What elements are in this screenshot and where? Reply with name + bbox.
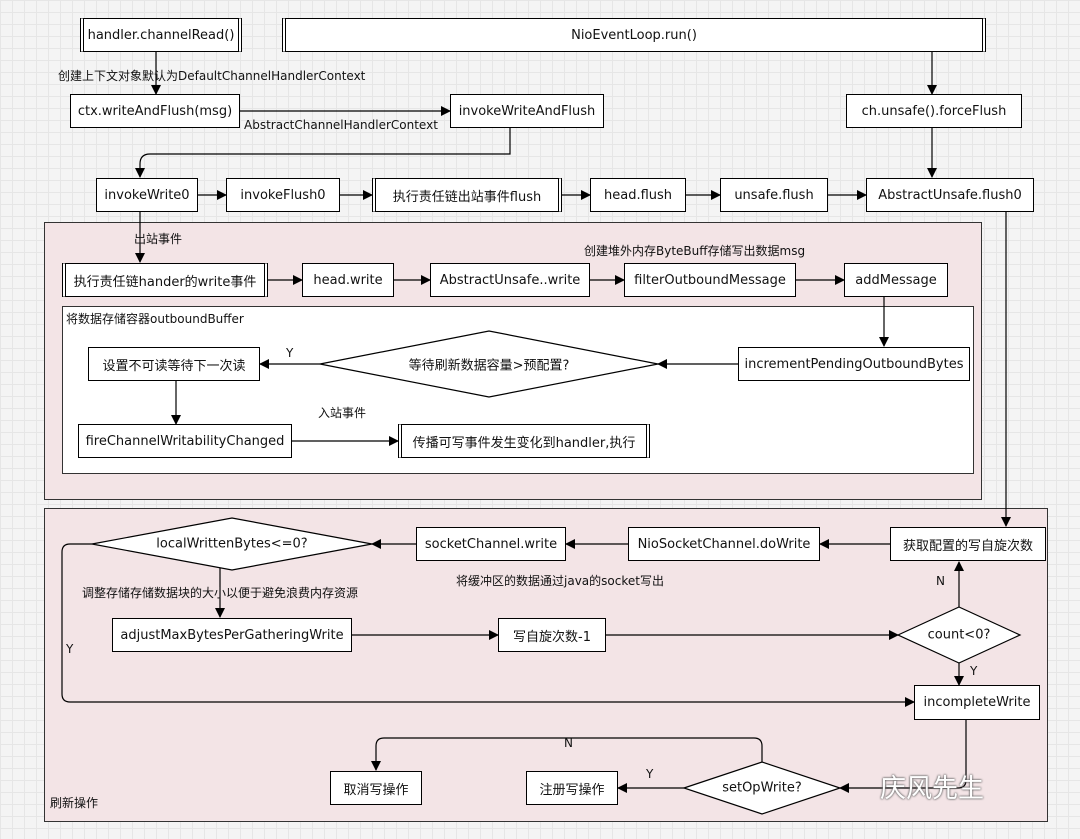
cancel-write-node: 取消写操作 [330, 771, 422, 805]
count-check-text: count<0? [927, 627, 991, 643]
invoke-flush0-node: invokeFlush0 [226, 178, 340, 212]
invoke-write-and-flush-node: invokeWriteAndFlush [450, 94, 604, 128]
count-diamond [896, 606, 1022, 664]
localwritten-diamond [91, 517, 373, 571]
capacity-check-text: 等待刷新数据容量>预配置? [408, 358, 570, 374]
add-message-node: addMessage [844, 263, 948, 297]
spin-minus-node: 写自旋次数-1 [498, 618, 606, 652]
write-and-flush-node: ctx.writeAndFlush(msg) [70, 94, 240, 128]
event-loop-node: NioEventLoop.run() [282, 18, 986, 52]
capacity-diamond [319, 330, 659, 398]
set-unwritable-node: 设置不可读等待下一次读 [88, 347, 260, 381]
register-write-node: 注册写操作 [526, 771, 618, 805]
do-write-node: NioSocketChannel.doWrite [628, 527, 820, 561]
head-flush-node: head.flush [590, 178, 686, 212]
filter-outbound-node: filterOutboundMessage [624, 263, 796, 297]
setopwrite-text: setOpWrite? [722, 780, 802, 796]
edge-localwritten-incomplete [61, 543, 915, 707]
fire-writability-node: fireChannelWritabilityChanged [78, 424, 292, 458]
channel-read-node: handler.channelRead() [80, 18, 242, 52]
y-label-2: Y [66, 642, 74, 656]
n-label-2: N [564, 736, 573, 750]
head-write-node: head.write [302, 263, 394, 297]
outbound-buffer-label: 将数据存储容器outboundBuffer [66, 312, 244, 326]
setopwrite-diamond [682, 761, 842, 815]
abstract-ctx-label: AbstractChannelHandlerContext [244, 118, 438, 132]
create-ctx-label: 创建上下文对象默认为DefaultChannelHandlerContext [58, 69, 366, 83]
spin-count-node: 获取配置的写自旋次数 [890, 527, 1046, 561]
edge-incomplete-setopwrite [839, 720, 967, 793]
edge-invoke-invokewrite0 [135, 128, 511, 178]
y-label-3: Y [970, 664, 978, 678]
unsafe-write-node: AbstractUnsafe..write [430, 263, 590, 297]
force-flush-node: ch.unsafe().forceFlush [846, 94, 1022, 128]
flush-op-label: 刷新操作 [50, 796, 99, 810]
write-out-label: 将缓冲区的数据通过java的socket写出 [456, 574, 664, 588]
y-label-4: Y [646, 767, 654, 781]
unsafe-flush0-node: AbstractUnsafe.flush0 [866, 178, 1034, 212]
edge-setopwrite-cancel [371, 737, 763, 771]
local-written-text: localWrittenBytes<=0? [156, 536, 308, 552]
adjust-max-node: adjustMaxBytesPerGatheringWrite [112, 618, 352, 652]
adjust-desc-label: 调整存储存储数据块的大小以便于避免浪费内存资源 [82, 586, 359, 600]
invoke-write0-node: invokeWrite0 [96, 178, 198, 212]
unsafe-flush-node: unsafe.flush [720, 178, 828, 212]
inbound-event-label: 入站事件 [318, 406, 367, 420]
chain-write-node: 执行责任链hander的write事件 [62, 263, 268, 297]
create-buf-label: 创建堆外内存ByteBuff存储写出数据msg [584, 244, 806, 258]
outbound-event-label: 出站事件 [134, 232, 183, 246]
socket-write-node: socketChannel.write [416, 527, 566, 561]
y-label-1: Y [286, 346, 294, 360]
increment-pending-node: incrementPendingOutboundBytes [738, 347, 970, 381]
propagate-node: 传播可写事件发生变化到handler,执行 [398, 424, 650, 458]
n-label-1: N [936, 574, 945, 588]
watermark: 庆风先生 [880, 774, 985, 804]
chain-flush-node: 执行责任链出站事件flush [372, 178, 562, 212]
incomplete-write-node: incompleteWrite [914, 685, 1040, 720]
